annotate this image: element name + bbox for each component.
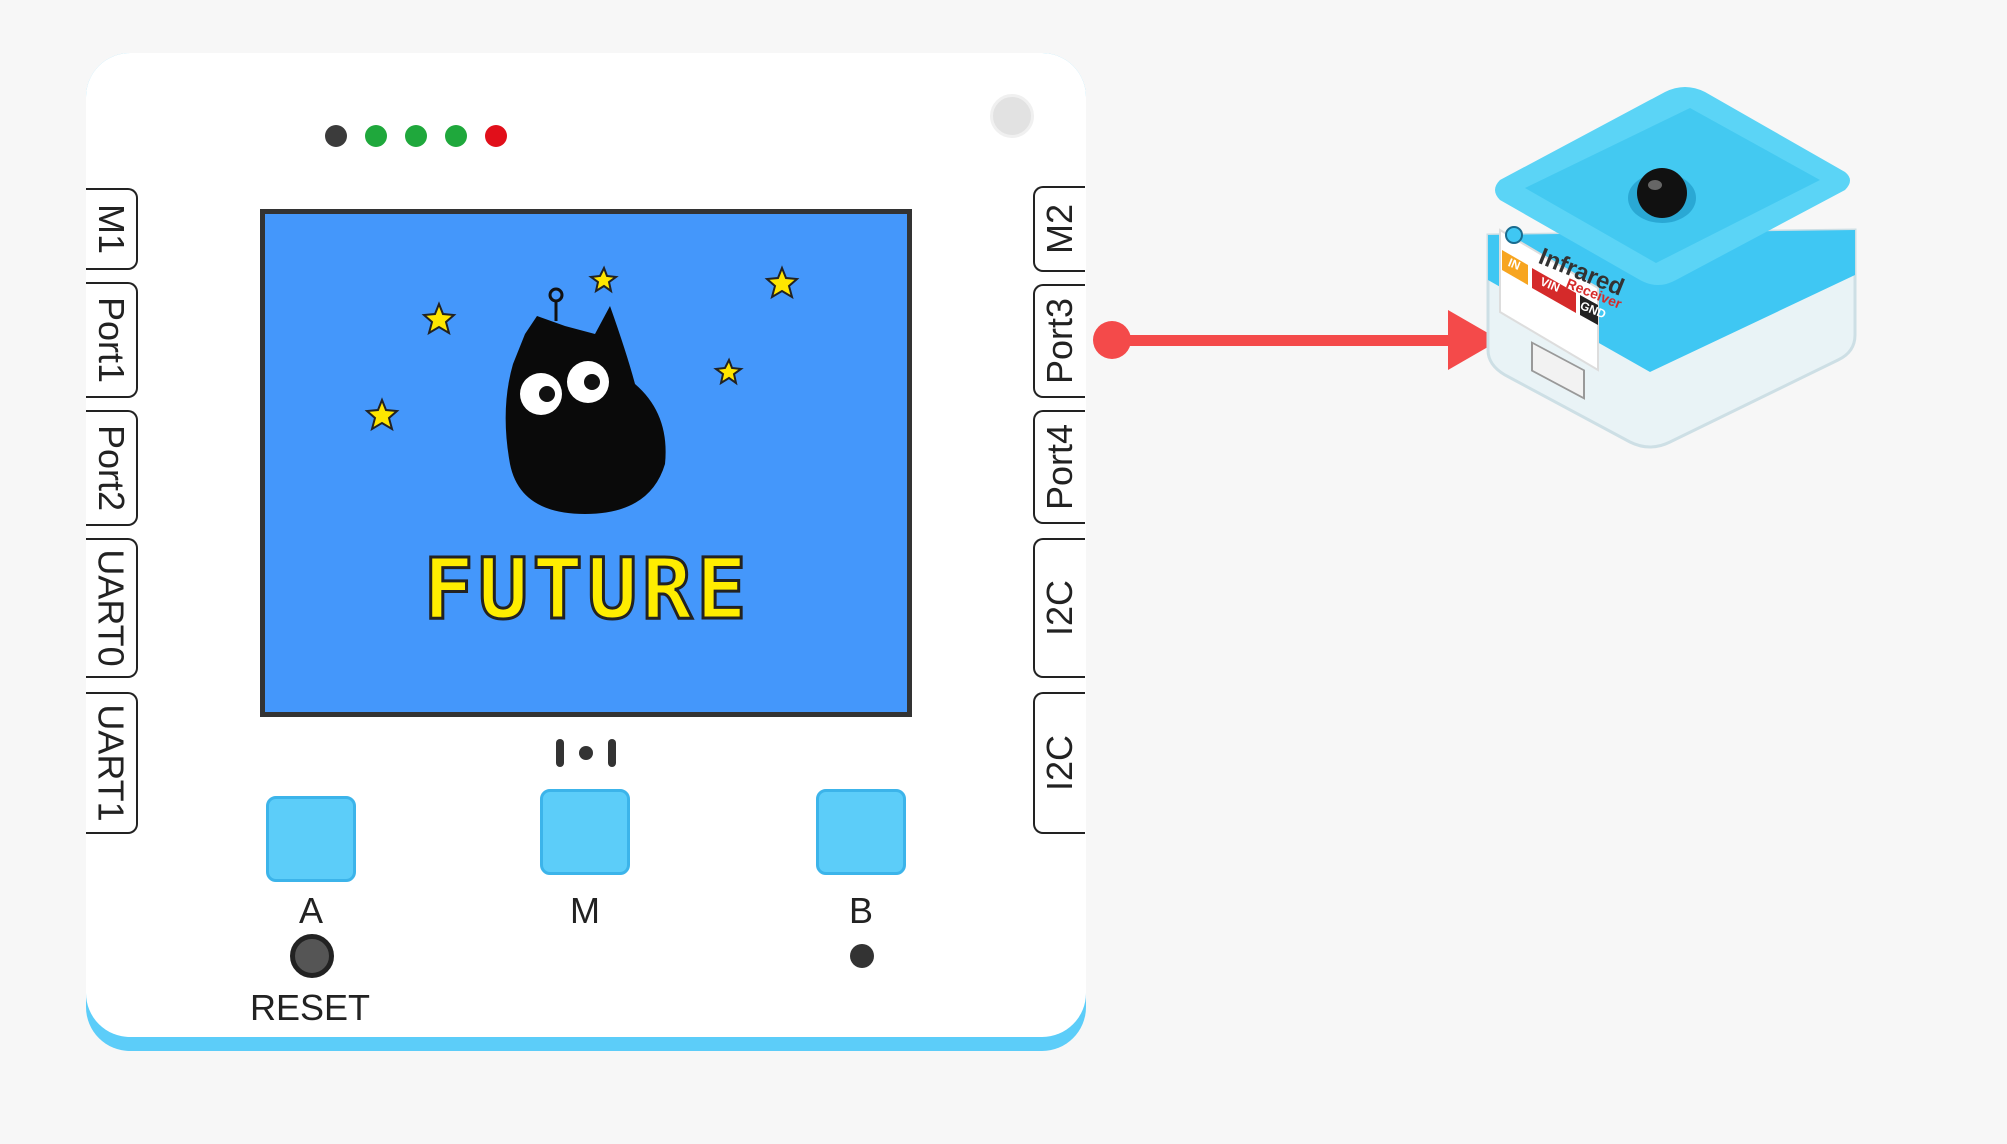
port-m1[interactable]: M1: [86, 188, 138, 270]
port-port3[interactable]: Port3: [1033, 284, 1085, 398]
indicator-dot: [850, 944, 874, 968]
b-button-label: B: [848, 890, 873, 931]
port-label: M1: [91, 203, 133, 255]
port-i2c-1[interactable]: I2C: [1033, 538, 1085, 678]
star-icon: [713, 357, 744, 386]
port-uart0[interactable]: UART0: [86, 538, 138, 678]
infrared-receiver-module: [1486, 87, 1857, 449]
reset-label: RESET: [249, 987, 371, 1028]
m-button[interactable]: [540, 789, 630, 875]
screen-logo-text: FUTURE: [422, 539, 751, 640]
port-port1[interactable]: Port1: [86, 282, 138, 398]
m-button-label: M: [570, 890, 600, 931]
port-m2[interactable]: M2: [1033, 186, 1085, 272]
port-port2[interactable]: Port2: [86, 410, 138, 526]
lcd-screen: [260, 209, 912, 717]
port-label: Port3: [1039, 297, 1081, 385]
port-port4[interactable]: Port4: [1033, 410, 1085, 524]
status-led-1: [325, 125, 347, 147]
star-icon: [364, 397, 400, 432]
port-i2c-2[interactable]: I2C: [1033, 692, 1085, 834]
port-label: UART1: [91, 704, 132, 822]
microphone-icon: [556, 739, 616, 767]
screen-artwork: [364, 265, 800, 514]
port-label: UART0: [91, 549, 132, 667]
connection-arrow: [1093, 310, 1500, 370]
port-uart1[interactable]: UART1: [86, 692, 138, 834]
port-label: M2: [1039, 203, 1081, 255]
port-label: Port1: [91, 296, 133, 384]
port-label: Port2: [91, 424, 133, 512]
b-button[interactable]: [816, 789, 906, 875]
status-led-5: [485, 125, 507, 147]
port-label: I2C: [1039, 734, 1080, 792]
port-label: I2C: [1039, 579, 1080, 637]
status-led-2: [365, 125, 387, 147]
a-button-label: A: [298, 890, 323, 931]
star-icon: [764, 265, 800, 300]
star-icon: [421, 301, 457, 336]
status-led-3: [405, 125, 427, 147]
a-button[interactable]: [266, 796, 356, 882]
reset-button[interactable]: [290, 934, 334, 978]
port-label: Port4: [1039, 423, 1081, 511]
star-icon: [588, 265, 619, 294]
cat-mascot-icon: [505, 287, 666, 514]
mounting-hole: [990, 94, 1034, 138]
status-led-4: [445, 125, 467, 147]
